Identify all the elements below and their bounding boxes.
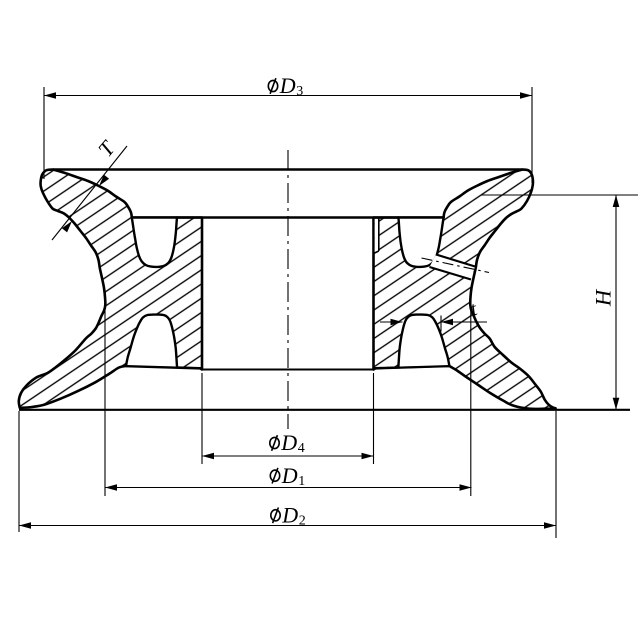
svg-text:H: H bbox=[591, 288, 616, 307]
svg-text:3: 3 bbox=[296, 84, 303, 99]
svg-text:1: 1 bbox=[298, 474, 305, 489]
svg-text:D: D bbox=[281, 503, 298, 528]
svg-text:D: D bbox=[280, 430, 297, 455]
svg-text:2: 2 bbox=[299, 514, 306, 529]
svg-text:D: D bbox=[281, 463, 298, 488]
svg-text:D: D bbox=[279, 73, 296, 98]
svg-text:4: 4 bbox=[298, 441, 305, 456]
